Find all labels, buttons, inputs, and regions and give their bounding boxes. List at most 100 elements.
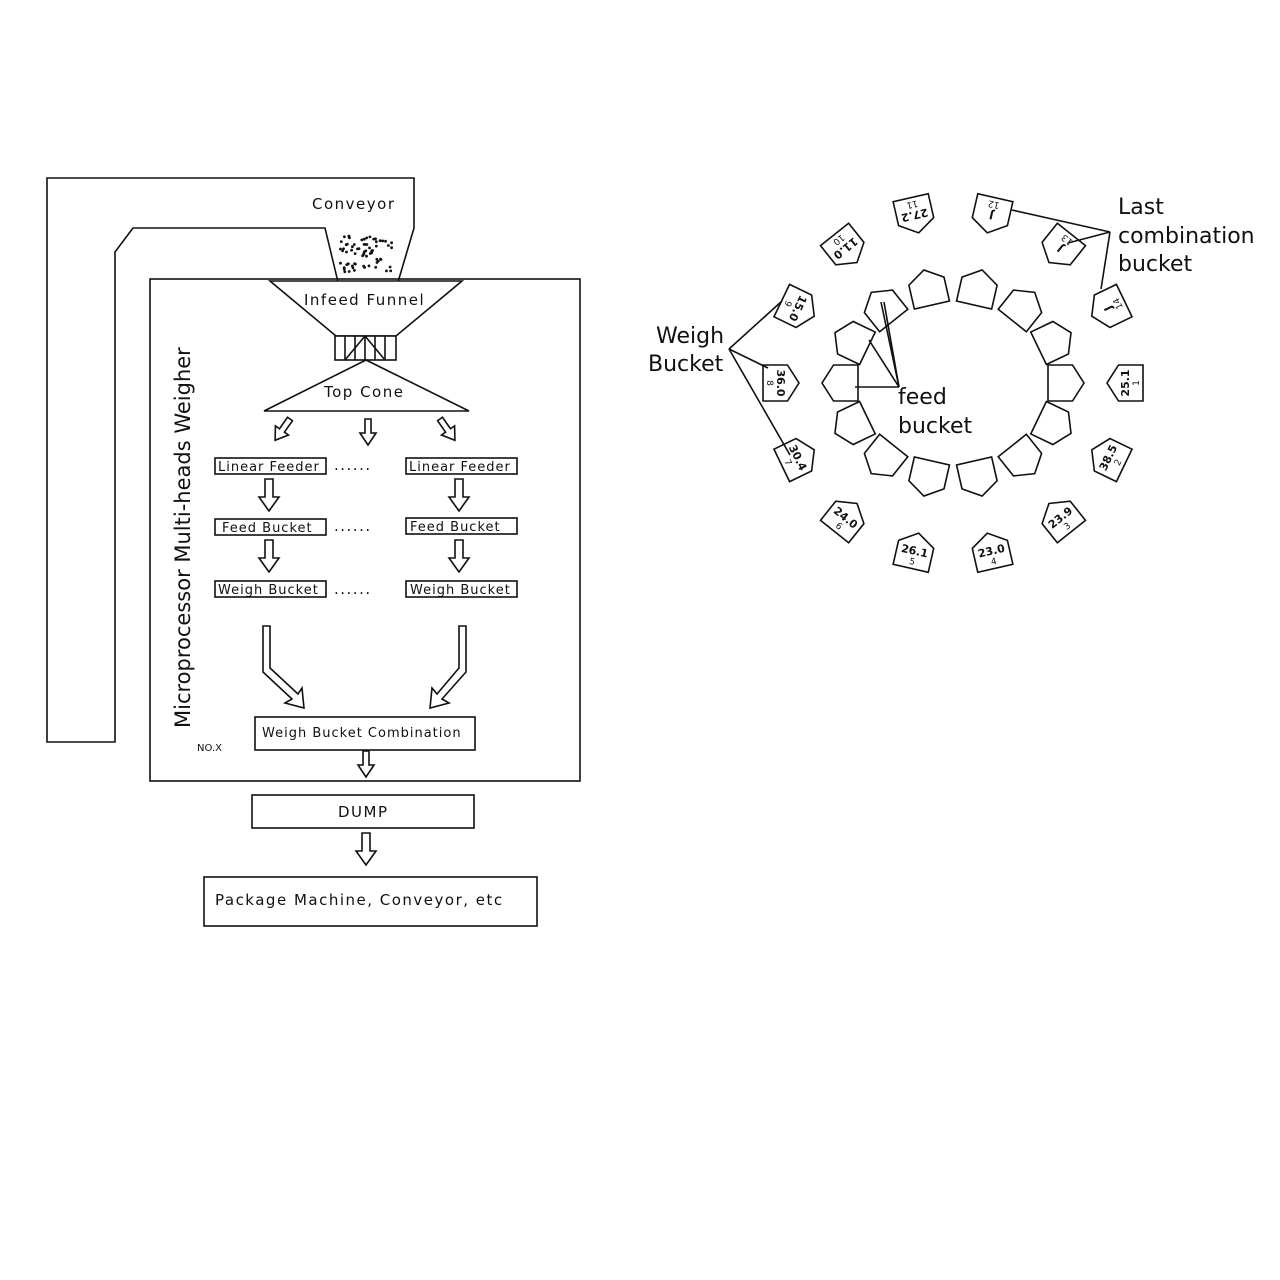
feed-bucket: [834, 400, 877, 446]
feed-bucket-shape: [863, 433, 909, 477]
feed-bucket-shape: [834, 400, 877, 446]
package-label: Package Machine, Conveyor, etc: [215, 891, 504, 909]
top-cone: [263, 359, 470, 412]
feed-bucket-shape: [834, 320, 877, 366]
product-dot: [353, 262, 356, 265]
weigh-bucket-value: 26.1: [900, 542, 929, 561]
combination-box: [254, 716, 476, 751]
weigh-bucket-right-label: Weigh Bucket: [410, 583, 511, 598]
product-dot: [385, 269, 388, 273]
feed-bucket-shape: [955, 455, 998, 497]
dump-label: DUMP: [338, 803, 389, 821]
weigh-bucket-number: 6: [833, 521, 844, 533]
feed-bucket-shape: [908, 455, 951, 497]
conveyor-belt-line: [46, 177, 415, 743]
product-dot: [364, 249, 368, 253]
product-dot: [347, 234, 351, 238]
feed-bucket-shape: [1029, 400, 1072, 446]
product-dot: [339, 240, 343, 244]
product-dot: [388, 265, 392, 269]
last-combination-label-3: bucket: [1118, 252, 1192, 277]
weigh-bucket-2: 38.52: [1090, 437, 1134, 483]
weigh-bucket-4: 23.04: [971, 532, 1014, 574]
product-dot: [368, 246, 371, 250]
last-combination-label-2: combination: [1118, 224, 1255, 249]
product-dot: [343, 235, 346, 239]
weigh-bucket-shape: [971, 192, 1014, 234]
feed-bucket-shape: [997, 289, 1043, 333]
product-dot: [365, 254, 368, 258]
feed-bucket-shape: [955, 269, 998, 311]
feed-bucket: [908, 269, 951, 311]
linear-feeder-left-label: Linear Feeder: [218, 460, 320, 475]
weigh-bucket-shape: [892, 532, 935, 574]
weigh-bucket-left: [214, 580, 327, 598]
product-dot: [379, 257, 382, 261]
weigh-bucket-number: 2: [1113, 458, 1124, 468]
weigh-bucket-value: 23.0: [977, 542, 1007, 561]
weigh-bucket-6: 24.06: [819, 500, 865, 544]
product-dot: [362, 237, 366, 241]
weigh-bucket-shape: [772, 437, 816, 483]
product-dot: [351, 245, 354, 249]
weigh-bucket-3: 23.93: [1041, 500, 1087, 544]
dots-row-3: ......: [334, 580, 372, 598]
weigh-bucket-shape: [971, 532, 1014, 574]
linear-feeder-right-label: Linear Feeder: [409, 460, 511, 475]
weigh-bucket-value: 36.0: [774, 369, 787, 396]
weigh-bucket-10: 11.010: [819, 222, 865, 266]
product-dots: [339, 234, 393, 274]
weigh-bucket-5: 26.15: [892, 532, 935, 574]
infeed-funnel-label: Infeed Funnel: [304, 291, 425, 309]
weigh-bucket-shape: [1090, 283, 1134, 329]
feed-bucket-left-label: Feed Bucket: [222, 521, 313, 536]
weigh-bucket-number: 14: [1112, 296, 1126, 311]
conveyor-label: Conveyor: [312, 195, 395, 213]
weigh-bucket-7: 30.47: [772, 437, 816, 483]
feed-bucket-label-2: bucket: [898, 414, 972, 439]
weigh-bucket-number: 4: [990, 557, 998, 568]
product-dot: [378, 239, 382, 243]
weigh-bucket-shape: [1041, 500, 1087, 544]
product-dot: [365, 236, 369, 240]
weigh-bucket-9: 15.09: [772, 283, 816, 329]
weigh-bucket-13: J13: [1041, 222, 1087, 266]
weigh-bucket-number: 9: [781, 298, 793, 308]
flowchart: Conveyor Microprocessor Multi-heads Weig…: [46, 177, 581, 927]
feed-bucket-shape: [1029, 320, 1072, 366]
weigh-bucket-12: J12: [971, 192, 1014, 234]
feed-bucket-shape: [1047, 364, 1085, 402]
feed-bucket-right: [405, 517, 518, 535]
weigh-bucket-number: 8: [764, 380, 774, 386]
weigh-bucket-value: 25.1: [1119, 369, 1132, 396]
combination-label: Weigh Bucket Combination: [262, 726, 462, 741]
feed-bucket: [1029, 400, 1072, 446]
weigh-bucket-label-2: Bucket: [648, 352, 724, 377]
weigh-bucket-value: J: [988, 208, 996, 222]
feed-bucket-right-label: Feed Bucket: [410, 520, 501, 535]
product-dot: [343, 270, 347, 274]
feed-bucket: [908, 455, 951, 497]
product-dot: [376, 259, 380, 263]
product-dot: [345, 250, 348, 254]
product-dot: [350, 248, 353, 252]
feed-bucket: [1029, 320, 1072, 366]
feed-bucket: [997, 289, 1043, 333]
weigh-bucket-number: 1: [1132, 380, 1142, 386]
feed-bucket-left: [214, 518, 327, 536]
feed-bucket-label-1: feed: [898, 385, 947, 410]
feed-bucket-shape: [908, 269, 951, 311]
weigh-bucket-value: 27.2: [900, 205, 929, 224]
product-dot: [372, 237, 376, 241]
product-dot: [390, 241, 393, 245]
feed-bucket: [863, 433, 909, 477]
product-dot: [345, 242, 349, 246]
weigh-bucket-shape: [1041, 222, 1087, 266]
product-dot: [353, 252, 357, 256]
weigher-frame: [149, 278, 581, 782]
product-dot: [374, 244, 378, 248]
weigh-bucket-14: J14: [1090, 283, 1134, 329]
weigh-bucket-value: J: [1102, 304, 1116, 314]
